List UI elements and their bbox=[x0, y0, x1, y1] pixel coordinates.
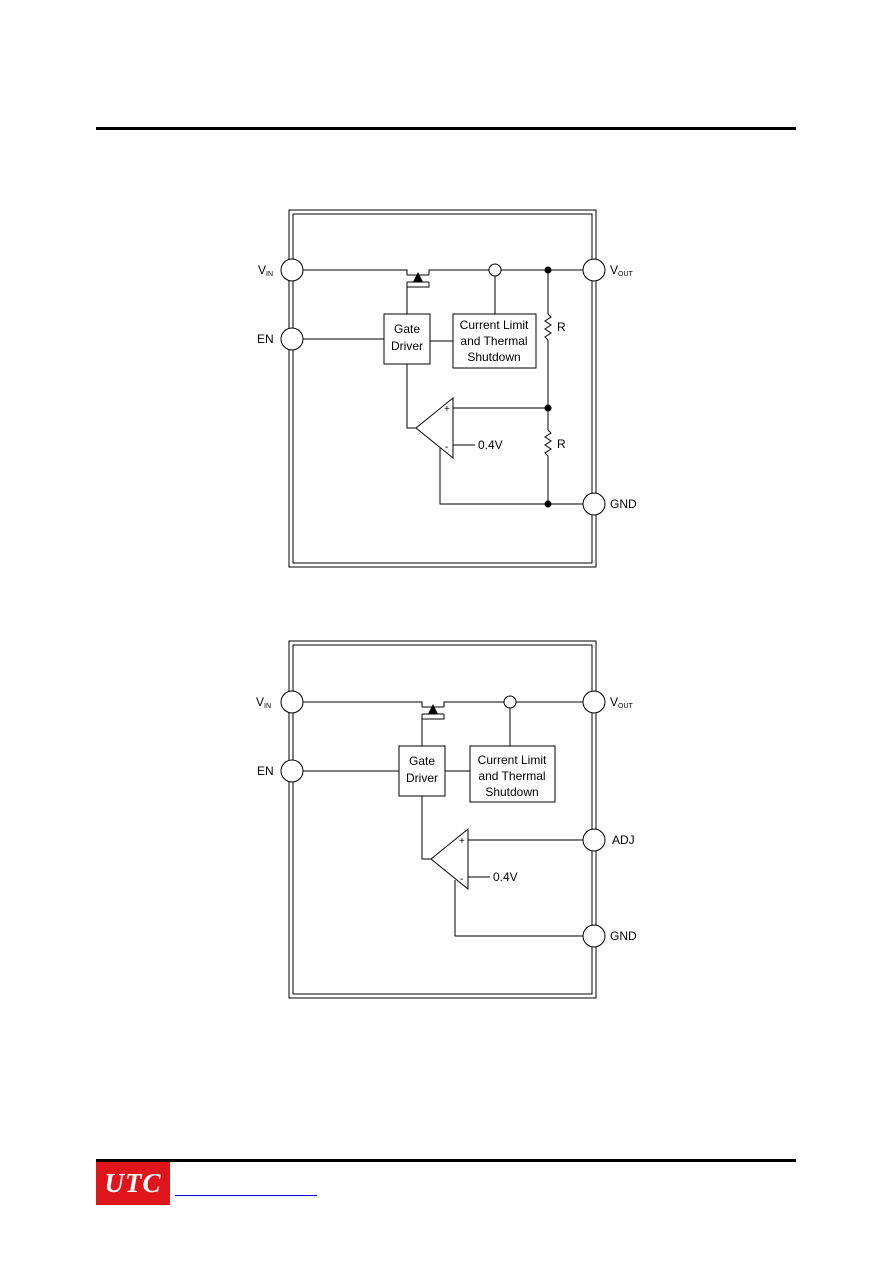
current-sense bbox=[503, 695, 517, 709]
footer-link[interactable] bbox=[175, 1195, 317, 1196]
gate-driver-label: Gate bbox=[409, 754, 435, 768]
block-diagram-adjustable: VIN EN VOUT ADJ GND Gate Driver Current … bbox=[240, 632, 660, 1012]
resistor-bottom-label: R bbox=[557, 437, 566, 451]
gate-driver-label: Gate bbox=[394, 322, 420, 336]
pin-label-gnd: GND bbox=[610, 929, 637, 943]
package-outer bbox=[288, 209, 597, 568]
current-limit-label: Current Limit bbox=[460, 318, 529, 332]
pin-gnd bbox=[582, 492, 606, 516]
junction-dot bbox=[544, 266, 552, 274]
pin-gnd bbox=[582, 924, 606, 948]
block-diagram-fixed-svg: VIN EN VOUT GND Gate Driver Current Limi… bbox=[257, 209, 637, 568]
pin-vout bbox=[582, 258, 606, 282]
current-limit-label: Current Limit bbox=[478, 753, 547, 767]
pin-label-gnd: GND bbox=[610, 497, 637, 511]
wire-opamp-out bbox=[421, 796, 431, 860]
wire-vin bbox=[303, 701, 423, 707]
utc-logo-text: UTC bbox=[104, 1168, 162, 1198]
error-amplifier bbox=[430, 827, 469, 891]
wire-opamp-out bbox=[406, 364, 416, 429]
current-sense bbox=[488, 263, 502, 277]
pin-label-en: EN bbox=[257, 764, 274, 778]
pin-label-vout: VOUT bbox=[610, 695, 634, 710]
resistor-top bbox=[544, 313, 552, 341]
utc-logo: UTC bbox=[96, 1162, 170, 1205]
pin-en bbox=[280, 327, 304, 351]
opamp-minus-label: - bbox=[445, 442, 448, 453]
reference-voltage-label: 0.4V bbox=[478, 438, 503, 452]
wire-vout bbox=[428, 269, 583, 275]
gate-driver-label: Driver bbox=[406, 771, 438, 785]
mosfet-arrow-icon bbox=[413, 272, 423, 282]
header-rule bbox=[96, 127, 796, 130]
current-limit-label: and Thermal bbox=[460, 334, 527, 348]
pin-vin bbox=[280, 258, 304, 282]
wire-gnd bbox=[454, 880, 583, 937]
current-limit-box bbox=[469, 745, 556, 803]
mosfet-arrow-icon bbox=[428, 704, 438, 714]
package-inner bbox=[292, 644, 593, 995]
current-limit-label: Shutdown bbox=[467, 350, 520, 364]
wire-vout bbox=[443, 701, 583, 707]
opamp-plus-label: + bbox=[444, 404, 450, 415]
wire-vin bbox=[303, 269, 408, 275]
current-limit-label: Shutdown bbox=[485, 785, 538, 799]
mosfet-gate-bar bbox=[406, 282, 430, 288]
resistor-bottom bbox=[544, 429, 552, 457]
resistor-top-label: R bbox=[557, 320, 566, 334]
pin-label-en: EN bbox=[257, 332, 274, 346]
pin-label-vout: VOUT bbox=[610, 263, 634, 278]
junction-dot bbox=[544, 404, 552, 412]
mosfet-gate-bar bbox=[421, 714, 445, 720]
current-limit-label: and Thermal bbox=[478, 769, 545, 783]
opamp-minus-label: - bbox=[460, 874, 463, 885]
package-inner bbox=[292, 213, 593, 564]
package-outer bbox=[288, 640, 597, 999]
pin-en bbox=[280, 759, 304, 783]
pin-label-vin: VIN bbox=[256, 695, 271, 710]
pin-vout bbox=[582, 690, 606, 714]
wire-gnd bbox=[439, 448, 583, 505]
block-diagram-fixed: VIN EN VOUT GND Gate Driver Current Limi… bbox=[240, 200, 660, 580]
pin-label-vin: VIN bbox=[258, 263, 273, 278]
reference-voltage-label: 0.4V bbox=[493, 870, 518, 884]
pin-adj bbox=[582, 828, 606, 852]
opamp-plus-label: + bbox=[459, 836, 465, 847]
gate-driver-label: Driver bbox=[391, 339, 423, 353]
block-diagram-adjustable-svg: VIN EN VOUT ADJ GND Gate Driver Current … bbox=[256, 640, 637, 999]
error-amplifier bbox=[415, 396, 454, 460]
pin-label-adj: ADJ bbox=[612, 833, 635, 847]
junction-dot bbox=[544, 500, 552, 508]
footer-rule bbox=[96, 1159, 796, 1162]
pin-vin bbox=[280, 690, 304, 714]
